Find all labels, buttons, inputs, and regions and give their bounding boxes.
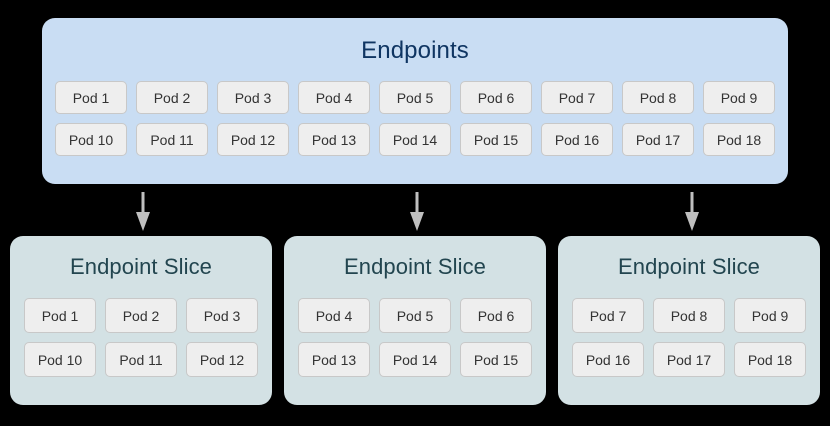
endpoints-panel: Endpoints Pod 1 Pod 2 Pod 3 Pod 4 Pod 5 … [42, 18, 788, 184]
pod-chip[interactable]: Pod 18 [734, 342, 806, 377]
endpoint-slice-pod-row: Pod 4 Pod 5 Pod 6 [298, 298, 532, 333]
pod-chip[interactable]: Pod 2 [105, 298, 177, 333]
pod-chip[interactable]: Pod 12 [186, 342, 258, 377]
pod-chip[interactable]: Pod 5 [379, 81, 451, 114]
pod-chip[interactable]: Pod 4 [298, 81, 370, 114]
arrow-down-icon [135, 192, 151, 232]
endpoint-slice-pod-grid: Pod 4 Pod 5 Pod 6 Pod 13 Pod 14 Pod 15 [284, 298, 546, 377]
pod-chip[interactable]: Pod 16 [572, 342, 644, 377]
pod-chip[interactable]: Pod 13 [298, 123, 370, 156]
endpoint-slice-pod-row: Pod 13 Pod 14 Pod 15 [298, 342, 532, 377]
endpoint-slice-pod-grid: Pod 1 Pod 2 Pod 3 Pod 10 Pod 11 Pod 12 [10, 298, 272, 377]
pod-chip[interactable]: Pod 7 [541, 81, 613, 114]
pod-chip[interactable]: Pod 3 [186, 298, 258, 333]
pod-chip[interactable]: Pod 9 [734, 298, 806, 333]
pod-chip[interactable]: Pod 6 [460, 81, 532, 114]
endpoints-pod-grid: Pod 1 Pod 2 Pod 3 Pod 4 Pod 5 Pod 6 Pod … [42, 81, 788, 156]
pod-chip[interactable]: Pod 4 [298, 298, 370, 333]
arrow-down-icon [684, 192, 700, 232]
endpoint-slice-pod-row: Pod 1 Pod 2 Pod 3 [24, 298, 258, 333]
pod-chip[interactable]: Pod 2 [136, 81, 208, 114]
pod-chip[interactable]: Pod 3 [217, 81, 289, 114]
pod-chip[interactable]: Pod 11 [136, 123, 208, 156]
pod-chip[interactable]: Pod 18 [703, 123, 775, 156]
pod-chip[interactable]: Pod 17 [622, 123, 694, 156]
pod-chip[interactable]: Pod 8 [622, 81, 694, 114]
endpoint-slice-pod-row: Pod 7 Pod 8 Pod 9 [572, 298, 806, 333]
pod-chip[interactable]: Pod 6 [460, 298, 532, 333]
endpoint-slice-title: Endpoint Slice [69, 254, 213, 279]
pod-chip[interactable]: Pod 1 [55, 81, 127, 114]
endpoints-pod-row: Pod 1 Pod 2 Pod 3 Pod 4 Pod 5 Pod 6 Pod … [55, 81, 775, 114]
pod-chip[interactable]: Pod 17 [653, 342, 725, 377]
pod-chip[interactable]: Pod 12 [217, 123, 289, 156]
endpoint-slice-title: Endpoint Slice [343, 254, 487, 279]
pod-chip[interactable]: Pod 10 [24, 342, 96, 377]
pod-chip[interactable]: Pod 13 [298, 342, 370, 377]
pod-chip[interactable]: Pod 14 [379, 123, 451, 156]
pod-chip[interactable]: Pod 11 [105, 342, 177, 377]
endpoint-slice-pod-row: Pod 16 Pod 17 Pod 18 [572, 342, 806, 377]
pod-chip[interactable]: Pod 15 [460, 123, 532, 156]
pod-chip[interactable]: Pod 7 [572, 298, 644, 333]
endpoint-slice-panel-3: Endpoint Slice Pod 7 Pod 8 Pod 9 Pod 16 … [558, 236, 820, 405]
endpoint-slice-panel-1: Endpoint Slice Pod 1 Pod 2 Pod 3 Pod 10 … [10, 236, 272, 405]
pod-chip[interactable]: Pod 8 [653, 298, 725, 333]
pod-chip[interactable]: Pod 14 [379, 342, 451, 377]
endpoint-slice-panel-2: Endpoint Slice Pod 4 Pod 5 Pod 6 Pod 13 … [284, 236, 546, 405]
pod-chip[interactable]: Pod 9 [703, 81, 775, 114]
pod-chip[interactable]: Pod 15 [460, 342, 532, 377]
pod-chip[interactable]: Pod 10 [55, 123, 127, 156]
arrow-down-icon [409, 192, 425, 232]
endpoint-slice-title: Endpoint Slice [617, 254, 761, 279]
endpoints-title: Endpoints [361, 37, 469, 64]
pod-chip[interactable]: Pod 1 [24, 298, 96, 333]
endpoint-slice-pod-grid: Pod 7 Pod 8 Pod 9 Pod 16 Pod 17 Pod 18 [558, 298, 820, 377]
pod-chip[interactable]: Pod 5 [379, 298, 451, 333]
endpoint-slice-pod-row: Pod 10 Pod 11 Pod 12 [24, 342, 258, 377]
endpoints-pod-row: Pod 10 Pod 11 Pod 12 Pod 13 Pod 14 Pod 1… [55, 123, 775, 156]
pod-chip[interactable]: Pod 16 [541, 123, 613, 156]
